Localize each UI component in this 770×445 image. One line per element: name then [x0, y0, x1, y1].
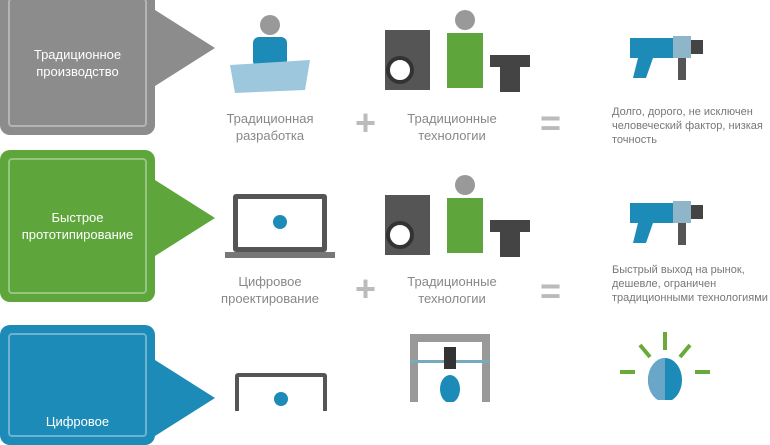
engineer-drawing-icon: [230, 15, 310, 93]
row-traditional-title: Традиционное производство: [8, 0, 147, 127]
machine-worker-icon: [385, 175, 530, 257]
row-digital-title: Цифровое: [8, 333, 147, 437]
row-digital-box: Цифровое: [0, 325, 155, 445]
row-traditional-box: Традиционное производство: [0, 0, 155, 135]
plus-sign: +: [355, 102, 377, 143]
result-text: Быстрый выход на рынок, дешевле, огранич…: [612, 264, 768, 304]
arrow-icon: [155, 360, 215, 436]
equals-sign: =: [540, 270, 562, 311]
laptop-icon: [235, 373, 327, 411]
tech-label: Традиционные технологии: [407, 274, 497, 306]
result-text: Долго, дорого, не исключен человеческий …: [612, 106, 763, 146]
machine-worker-icon: [385, 10, 530, 92]
drill-icon: [630, 201, 703, 245]
lightbulb-icon: [620, 332, 710, 400]
row-rapid-box: Быстрое прототипирование: [0, 150, 155, 302]
design-label: Традиционная разработка: [226, 111, 314, 143]
arrow-icon: [155, 180, 215, 256]
equals-sign: =: [540, 102, 562, 143]
3d-printer-icon: [410, 334, 490, 402]
plus-sign: +: [355, 268, 377, 309]
row-rapid-title: Быстрое прототипирование: [8, 158, 147, 294]
design-label: Цифровое проектирование: [221, 274, 319, 306]
laptop-icon: [225, 194, 335, 258]
arrow-icon: [155, 10, 215, 86]
drill-icon: [630, 36, 703, 80]
tech-label: Традиционные технологии: [407, 111, 497, 143]
